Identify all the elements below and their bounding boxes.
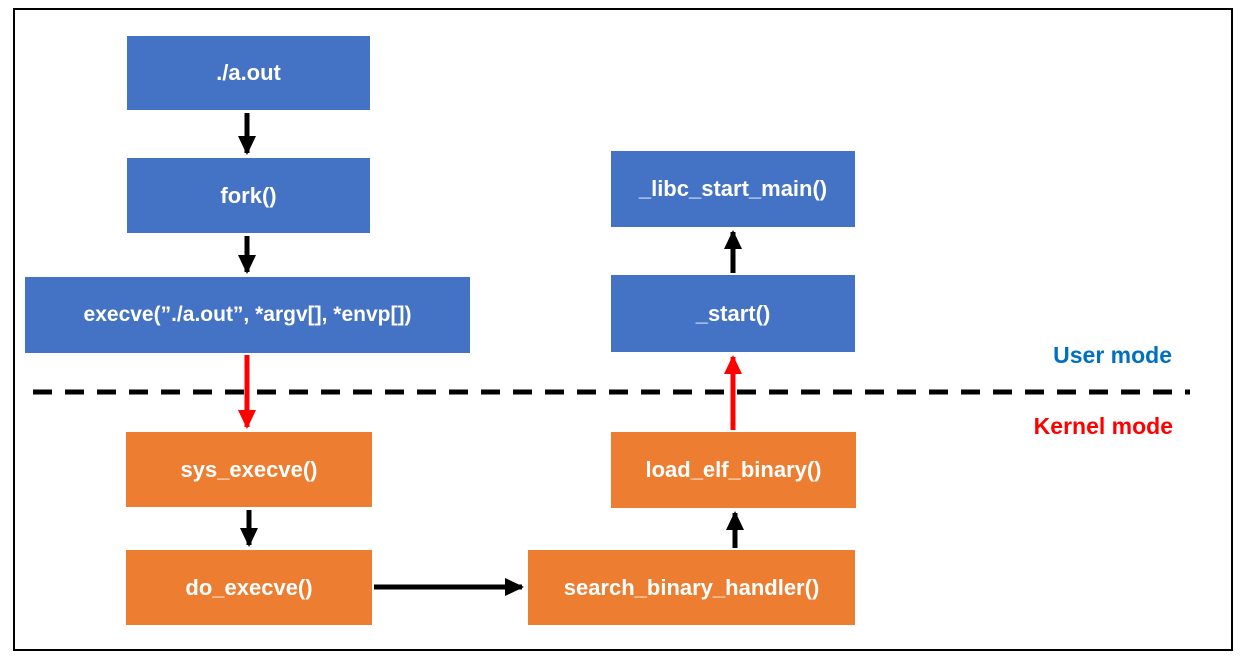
diagram-border [13, 8, 1233, 651]
node-search-binary-handler: search_binary_handler() [528, 550, 855, 625]
user-mode-label: User mode [1053, 342, 1172, 368]
node-aout: ./a.out [127, 36, 370, 110]
node-start: _start() [611, 275, 855, 352]
node-execve: execve(”./a.out”, *argv[], *envp[]) [25, 277, 470, 353]
node-load-elf-binary: load_elf_binary() [611, 432, 856, 508]
node-fork: fork() [127, 158, 370, 233]
kernel-mode-label: Kernel mode [1033, 413, 1173, 439]
node-libc-start-main: _libc_start_main() [611, 151, 855, 227]
node-do-execve: do_execve() [126, 550, 372, 625]
node-sys-execve: sys_execve() [126, 432, 372, 507]
